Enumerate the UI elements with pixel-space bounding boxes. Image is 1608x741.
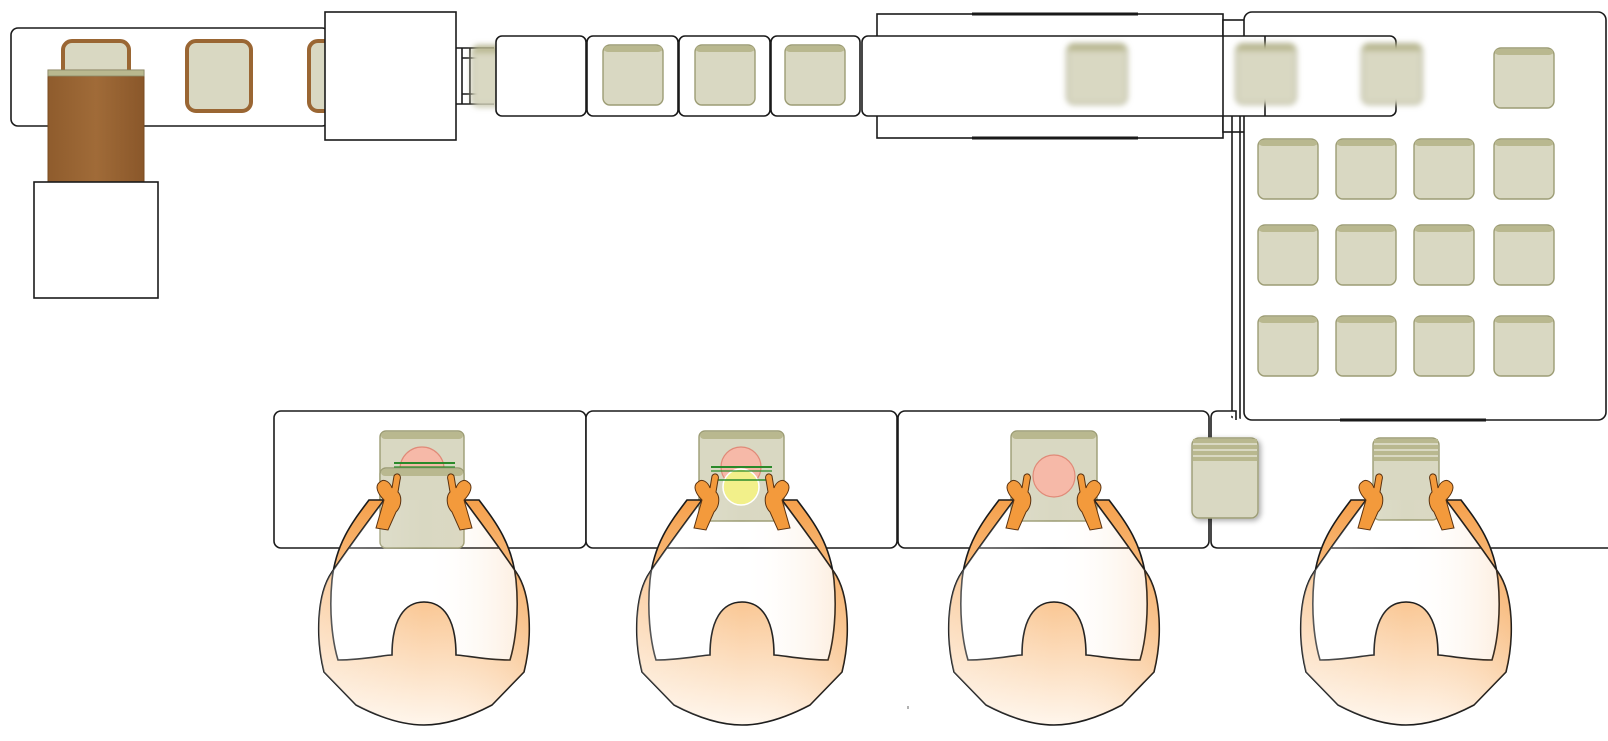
- conveyor-tray-2: [694, 44, 756, 106]
- dishwasher-machine: [324, 11, 457, 141]
- rack-tray: [1413, 315, 1475, 377]
- rack-tray: [1257, 138, 1319, 200]
- rack-tray: [1493, 224, 1555, 286]
- rack-tray: [1413, 224, 1475, 286]
- top-conveyor: [495, 35, 861, 117]
- rack-tray: [1335, 224, 1397, 286]
- input-conveyor: [10, 27, 341, 299]
- rack-tray: [1493, 138, 1555, 200]
- conveyor-tray-1: [602, 44, 664, 106]
- rack-tray: [1493, 315, 1555, 377]
- station-2: [698, 430, 785, 522]
- tray-stack-1: [1191, 437, 1259, 519]
- station-3: [1010, 430, 1098, 522]
- tray-dispenser-base: [33, 181, 159, 299]
- rack-tray: [1257, 315, 1319, 377]
- rack-tray: [1493, 47, 1555, 109]
- plate-icon: [722, 468, 760, 506]
- rack-tray: [1257, 224, 1319, 286]
- rack-tray: [1335, 138, 1397, 200]
- conveyor-segment-1: [495, 35, 587, 117]
- moving-tray-blurred-4: [1361, 43, 1423, 105]
- main-belt: [861, 35, 1397, 117]
- rack-tray: [1335, 315, 1397, 377]
- conveyor-tray-3: [784, 44, 846, 106]
- moving-tray-blurred-3: [1235, 43, 1297, 105]
- moving-tray-blurred-2: [1066, 43, 1128, 105]
- plate-icon: [1032, 454, 1076, 498]
- tray-stack-column: [47, 69, 145, 191]
- brown-tray-2: [185, 39, 253, 113]
- rack-tray: [1413, 138, 1475, 200]
